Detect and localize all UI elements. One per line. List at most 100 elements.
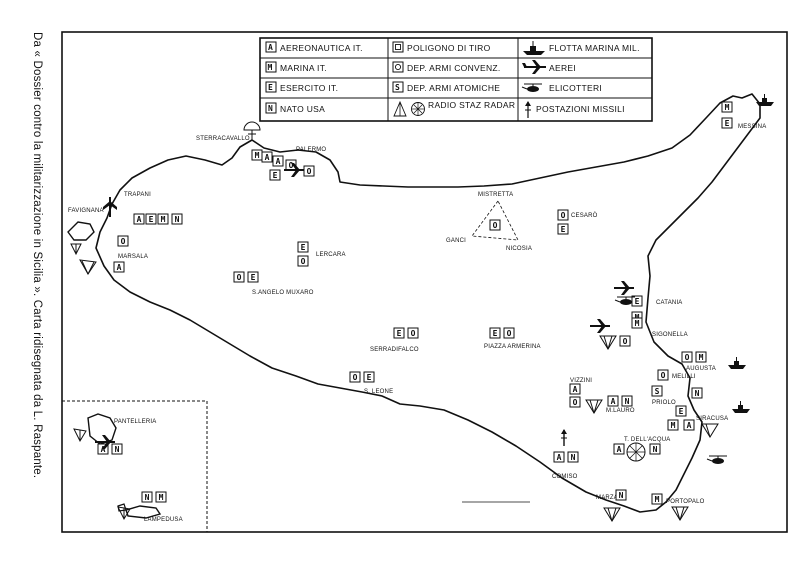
marker-siracusa-M: M <box>667 419 679 431</box>
svg-text:N: N <box>571 453 576 462</box>
svg-text:M: M <box>655 495 660 504</box>
svg-text:E: E <box>635 297 640 306</box>
legend: A AEREONAUTICA IT. M MARINA IT. E ESERCI… <box>259 37 653 122</box>
radar-dish-icon <box>671 506 689 521</box>
svg-text:O: O <box>685 353 690 362</box>
legend-plane-icon <box>522 60 546 74</box>
svg-text:E: E <box>679 407 684 416</box>
radar-dish-icon <box>79 259 97 275</box>
place-labels: STERRACAVALLO PALERMO TRAPANI FAVIGNANA … <box>68 124 766 523</box>
label-melilli: MELILLI <box>672 374 696 380</box>
marker-melilli-O: O <box>657 369 669 381</box>
label-lampedusa: LAMPEDUSA <box>144 517 183 523</box>
svg-text:M: M <box>161 215 166 224</box>
plane-icons <box>95 163 634 449</box>
svg-text:E: E <box>367 373 372 382</box>
missile-icon <box>561 429 567 446</box>
helicopter-icons <box>614 296 727 464</box>
marker-tdellacqua-N: N <box>649 443 661 455</box>
marker-portopalo-M: M <box>651 493 663 505</box>
marker-piazzaarmerina-E: E <box>489 327 501 339</box>
svg-text:E: E <box>273 171 278 180</box>
svg-text:A: A <box>573 385 578 394</box>
marker-serradifalco-E: E <box>393 327 405 339</box>
plane-icon <box>590 319 610 333</box>
marker-mistretta-O: O <box>489 219 501 231</box>
label-palermo: PALERMO <box>296 147 326 153</box>
radar-dish-icon <box>599 335 617 350</box>
marker-piazzaarmerina-O: O <box>503 327 515 339</box>
label-catania: CATANIA <box>656 300 683 306</box>
marker-lampedusa-N: N <box>141 491 153 503</box>
marker-marsala-O: O <box>117 235 129 247</box>
marker-groups: MAAOEOAEMNOAEOOEOOEMEEMMOOMOSNEMAAOANANA… <box>97 101 733 505</box>
legend-flotta: FLOTTA MARINA MIL. <box>549 43 640 53</box>
marker-vizzini-A: A <box>607 395 619 407</box>
marker-sigonella-O: O <box>619 335 631 347</box>
marker-trapani-M: M <box>157 213 169 225</box>
marker-messina-E: E <box>721 117 733 129</box>
marker-palermo-O: O <box>303 165 315 177</box>
svg-text:O: O <box>493 221 498 230</box>
svg-text:O: O <box>573 398 578 407</box>
radar-dish-icon <box>585 399 603 414</box>
plane-icon <box>284 163 304 177</box>
marker-comiso-A: A <box>553 451 565 463</box>
legend-esercito: ESERCITO IT. <box>280 83 338 93</box>
marker-lercara-E: E <box>297 241 309 253</box>
radar-dish-icon <box>243 121 261 140</box>
svg-text:O: O <box>623 337 628 346</box>
svg-text:A: A <box>101 445 106 454</box>
marker-cesaro-O: O <box>557 209 569 221</box>
svg-text:E: E <box>149 215 154 224</box>
marker-tdellacqua-A: A <box>613 443 625 455</box>
label-priolo: PRIOLO <box>652 400 676 406</box>
radar-icons <box>70 121 719 522</box>
svg-text:O: O <box>561 211 566 220</box>
label-sigonella: SIGONELLA <box>652 332 688 338</box>
marker-priolo-S: S <box>651 385 663 397</box>
marker-sigonella-M: M <box>631 317 643 329</box>
svg-text:O: O <box>289 161 294 170</box>
svg-text:E: E <box>301 243 306 252</box>
svg-text:M: M <box>699 353 704 362</box>
label-tdellacqua: T. DELL'ACQUA <box>624 437 670 443</box>
svg-text:M: M <box>725 103 730 112</box>
marker-vizzini-N: N <box>621 395 633 407</box>
marker-trapani-N: N <box>171 213 183 225</box>
marker-marsala-A: A <box>113 261 125 273</box>
svg-text:E: E <box>397 329 402 338</box>
svg-text:S: S <box>395 83 400 92</box>
svg-text:E: E <box>561 225 566 234</box>
label-marsala: MARSALA <box>118 254 148 260</box>
svg-text:N: N <box>653 445 658 454</box>
svg-text:M: M <box>268 63 273 72</box>
svg-text:E: E <box>493 329 498 338</box>
marker-catania-E: E <box>631 295 643 307</box>
legend-poligono: POLIGONO DI TIRO <box>407 43 491 53</box>
label-favignana: FAVIGNANA <box>68 208 104 214</box>
svg-text:A: A <box>557 453 562 462</box>
plane-icon <box>95 435 115 449</box>
ship-icon <box>728 357 746 369</box>
svg-text:O: O <box>411 329 416 338</box>
svg-text:O: O <box>307 167 312 176</box>
marker-lercara-O: O <box>297 255 309 267</box>
svg-text:M: M <box>255 151 260 160</box>
marker-sterracavallo-A: A <box>261 151 273 163</box>
marker-augusta-M: M <box>695 351 707 363</box>
svg-text:E: E <box>725 119 730 128</box>
helicopter-icon <box>706 455 727 464</box>
label-sleone: S. LEONE <box>364 389 393 395</box>
ship-icon <box>756 94 774 106</box>
marker-lampedusa-M: M <box>155 491 167 503</box>
marker-cesaro-E: E <box>557 223 569 235</box>
marker-vizzini-O: O <box>569 396 581 408</box>
label-pantelleria: PANTELLERIA <box>114 419 156 425</box>
label-ganci: GANCI <box>446 238 466 244</box>
svg-text:A: A <box>265 153 270 162</box>
radar-dish-icon <box>73 428 87 443</box>
plane-icon <box>103 197 117 217</box>
radar-dish-icon <box>603 507 621 522</box>
label-sangelo: S.ANGELO MUXARO <box>252 290 314 296</box>
